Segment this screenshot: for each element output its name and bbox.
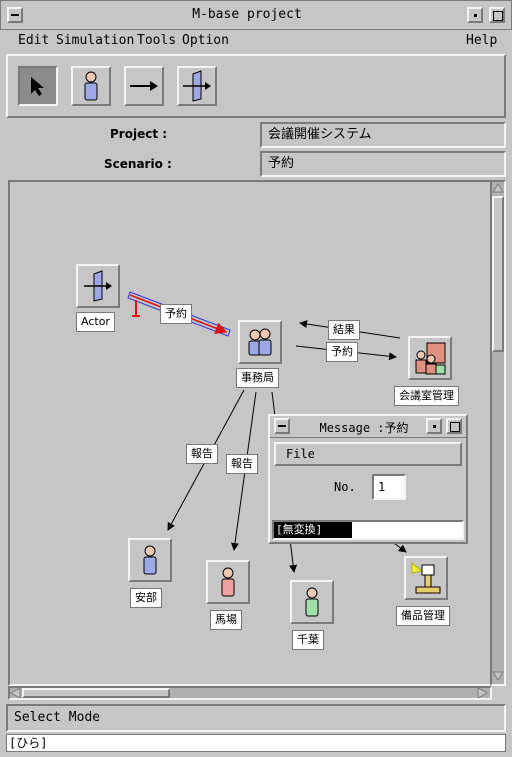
maximize-icon bbox=[493, 11, 503, 21]
jimukyoku-node[interactable] bbox=[238, 320, 282, 364]
person-icon bbox=[221, 567, 235, 597]
dialog-title-bar[interactable]: Message :予約 bbox=[270, 416, 466, 438]
vertical-scrollbar[interactable] bbox=[490, 180, 506, 686]
menu-edit[interactable]: Edit bbox=[18, 33, 50, 48]
dialog-no-label: No. bbox=[334, 480, 356, 494]
actor-label: Actor bbox=[76, 312, 115, 332]
minimize-icon bbox=[473, 14, 477, 17]
dialog-maximize-button[interactable] bbox=[446, 418, 462, 434]
window-menu-button[interactable] bbox=[7, 7, 23, 23]
kaigishitsu-node[interactable] bbox=[408, 336, 452, 380]
interface-icon bbox=[84, 270, 112, 302]
message-label-kekka[interactable]: 結果 bbox=[328, 320, 360, 340]
dialog-title: Message :予約 bbox=[319, 421, 409, 435]
message-dialog[interactable]: Message :予約 File No. 1 [無変換] bbox=[268, 414, 468, 544]
menu-simulation[interactable]: Simulation bbox=[56, 33, 135, 48]
interface-tool-button[interactable] bbox=[177, 66, 217, 106]
dialog-minimize-button[interactable] bbox=[426, 418, 442, 434]
menu-bar: Edit Simulation Tools Option Help bbox=[6, 30, 506, 52]
ando-node[interactable] bbox=[128, 538, 172, 582]
vertical-scroll-thumb[interactable] bbox=[492, 196, 504, 352]
minimize-button[interactable] bbox=[467, 7, 483, 23]
menu-help[interactable]: Help bbox=[466, 33, 498, 48]
kaigishitsu-label: 会議室管理 bbox=[394, 386, 459, 406]
baba-node[interactable] bbox=[206, 560, 250, 604]
message-label-hokoku1[interactable]: 報告 bbox=[186, 444, 218, 464]
ime-status: [ひら] bbox=[6, 734, 506, 752]
chiba-label: 千葉 bbox=[292, 630, 324, 650]
dialog-ime-bar: [無変換] bbox=[272, 520, 464, 540]
building-group-icon bbox=[415, 342, 446, 375]
message-label-hokoku2[interactable]: 報告 bbox=[226, 454, 258, 474]
person-icon bbox=[305, 587, 319, 617]
toolbar bbox=[6, 54, 506, 118]
message-label-yoyaku2[interactable]: 予約 bbox=[326, 342, 358, 362]
maximize-button[interactable] bbox=[489, 7, 505, 23]
title-bar[interactable]: M-base project bbox=[0, 0, 512, 30]
interface-icon bbox=[183, 70, 211, 102]
arrow-right-icon bbox=[130, 81, 158, 91]
project-label: Project : bbox=[110, 127, 168, 141]
status-bar: Select Mode bbox=[6, 704, 506, 732]
ando-label: 安部 bbox=[130, 588, 162, 608]
dialog-menu-file[interactable]: File bbox=[286, 447, 315, 461]
project-info-panel: Project : 会議開催システム Scenario : 予約 bbox=[6, 120, 506, 178]
horizontal-scroll-thumb[interactable] bbox=[22, 688, 170, 698]
dialog-ime-state: [無変換] bbox=[274, 522, 352, 538]
person-icon bbox=[143, 545, 157, 575]
actor-tool-button[interactable] bbox=[71, 66, 111, 106]
message-label-yoyaku[interactable]: 予約 bbox=[160, 304, 192, 324]
minimize-icon bbox=[432, 425, 436, 428]
menu-option[interactable]: Option bbox=[182, 33, 229, 48]
group-icon bbox=[248, 328, 272, 356]
window-title: M-base project bbox=[192, 7, 302, 22]
chiba-node[interactable] bbox=[290, 580, 334, 624]
scroll-right-icon[interactable] bbox=[476, 688, 488, 698]
actor-interface-node[interactable] bbox=[76, 264, 120, 308]
maximize-icon bbox=[450, 422, 460, 432]
minus-icon bbox=[278, 425, 286, 427]
baba-label: 馬場 bbox=[210, 610, 242, 630]
message-tool-button[interactable] bbox=[124, 66, 164, 106]
dialog-menu-button[interactable] bbox=[274, 418, 290, 434]
scroll-down-icon[interactable] bbox=[492, 670, 504, 682]
dialog-menu-bar: File bbox=[274, 442, 462, 466]
scroll-up-icon[interactable] bbox=[492, 182, 504, 194]
projector-icon bbox=[411, 561, 441, 594]
dialog-no-field[interactable]: 1 bbox=[372, 474, 406, 500]
horizontal-scrollbar[interactable] bbox=[8, 686, 492, 700]
project-field[interactable]: 会議開催システム bbox=[260, 122, 506, 148]
select-tool-button[interactable] bbox=[18, 66, 58, 106]
actor-icon bbox=[84, 71, 98, 101]
cursor-arrow-icon bbox=[31, 77, 44, 96]
scroll-left-icon[interactable] bbox=[10, 688, 22, 698]
minus-icon bbox=[11, 14, 19, 16]
scenario-field[interactable]: 予約 bbox=[260, 151, 506, 177]
scenario-label: Scenario : bbox=[104, 157, 172, 171]
bihin-node[interactable] bbox=[404, 556, 448, 600]
bihin-label: 備品管理 bbox=[396, 606, 450, 626]
menu-tools[interactable]: Tools bbox=[137, 33, 177, 48]
jimukyoku-label: 事務局 bbox=[236, 368, 279, 388]
